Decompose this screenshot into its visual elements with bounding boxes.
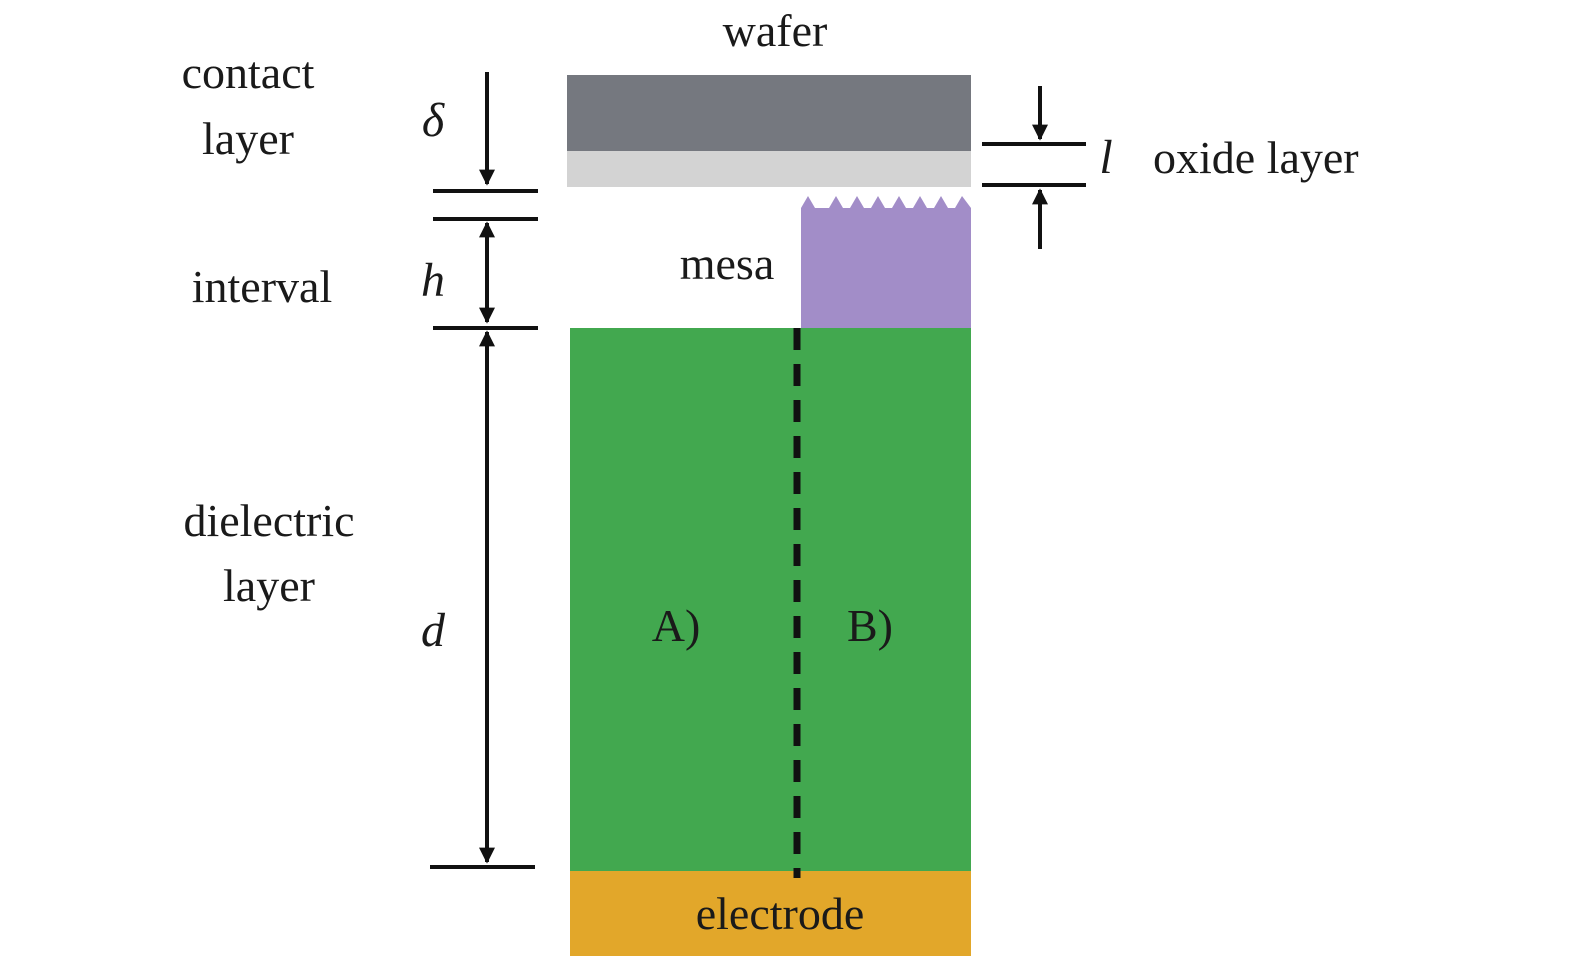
oxide-layer-block — [567, 151, 971, 187]
d-symbol: d — [421, 604, 446, 657]
electrode-label: electrode — [696, 888, 865, 939]
oxide-layer-label: oxide layer — [1153, 132, 1359, 183]
region-b-label: B) — [847, 600, 893, 651]
delta-symbol: δ — [422, 94, 445, 147]
contact-layer-label-line1: contact — [182, 47, 315, 98]
l-symbol: l — [1099, 131, 1112, 184]
electrode-block — [570, 871, 971, 956]
region-a-label: A) — [652, 600, 701, 651]
interval-label: interval — [192, 261, 333, 312]
wafer-block — [567, 75, 971, 151]
dielectric-layer-block — [570, 328, 971, 871]
dielectric-layer-label-line2: layer — [223, 560, 315, 611]
contact-layer-label-line2: layer — [202, 113, 294, 164]
mesa-label: mesa — [680, 238, 775, 289]
dielectric-layer-label-line1: dielectric — [183, 495, 354, 546]
h-symbol: h — [421, 254, 445, 307]
mesa-block — [801, 196, 971, 328]
wafer-label: wafer — [723, 5, 828, 56]
